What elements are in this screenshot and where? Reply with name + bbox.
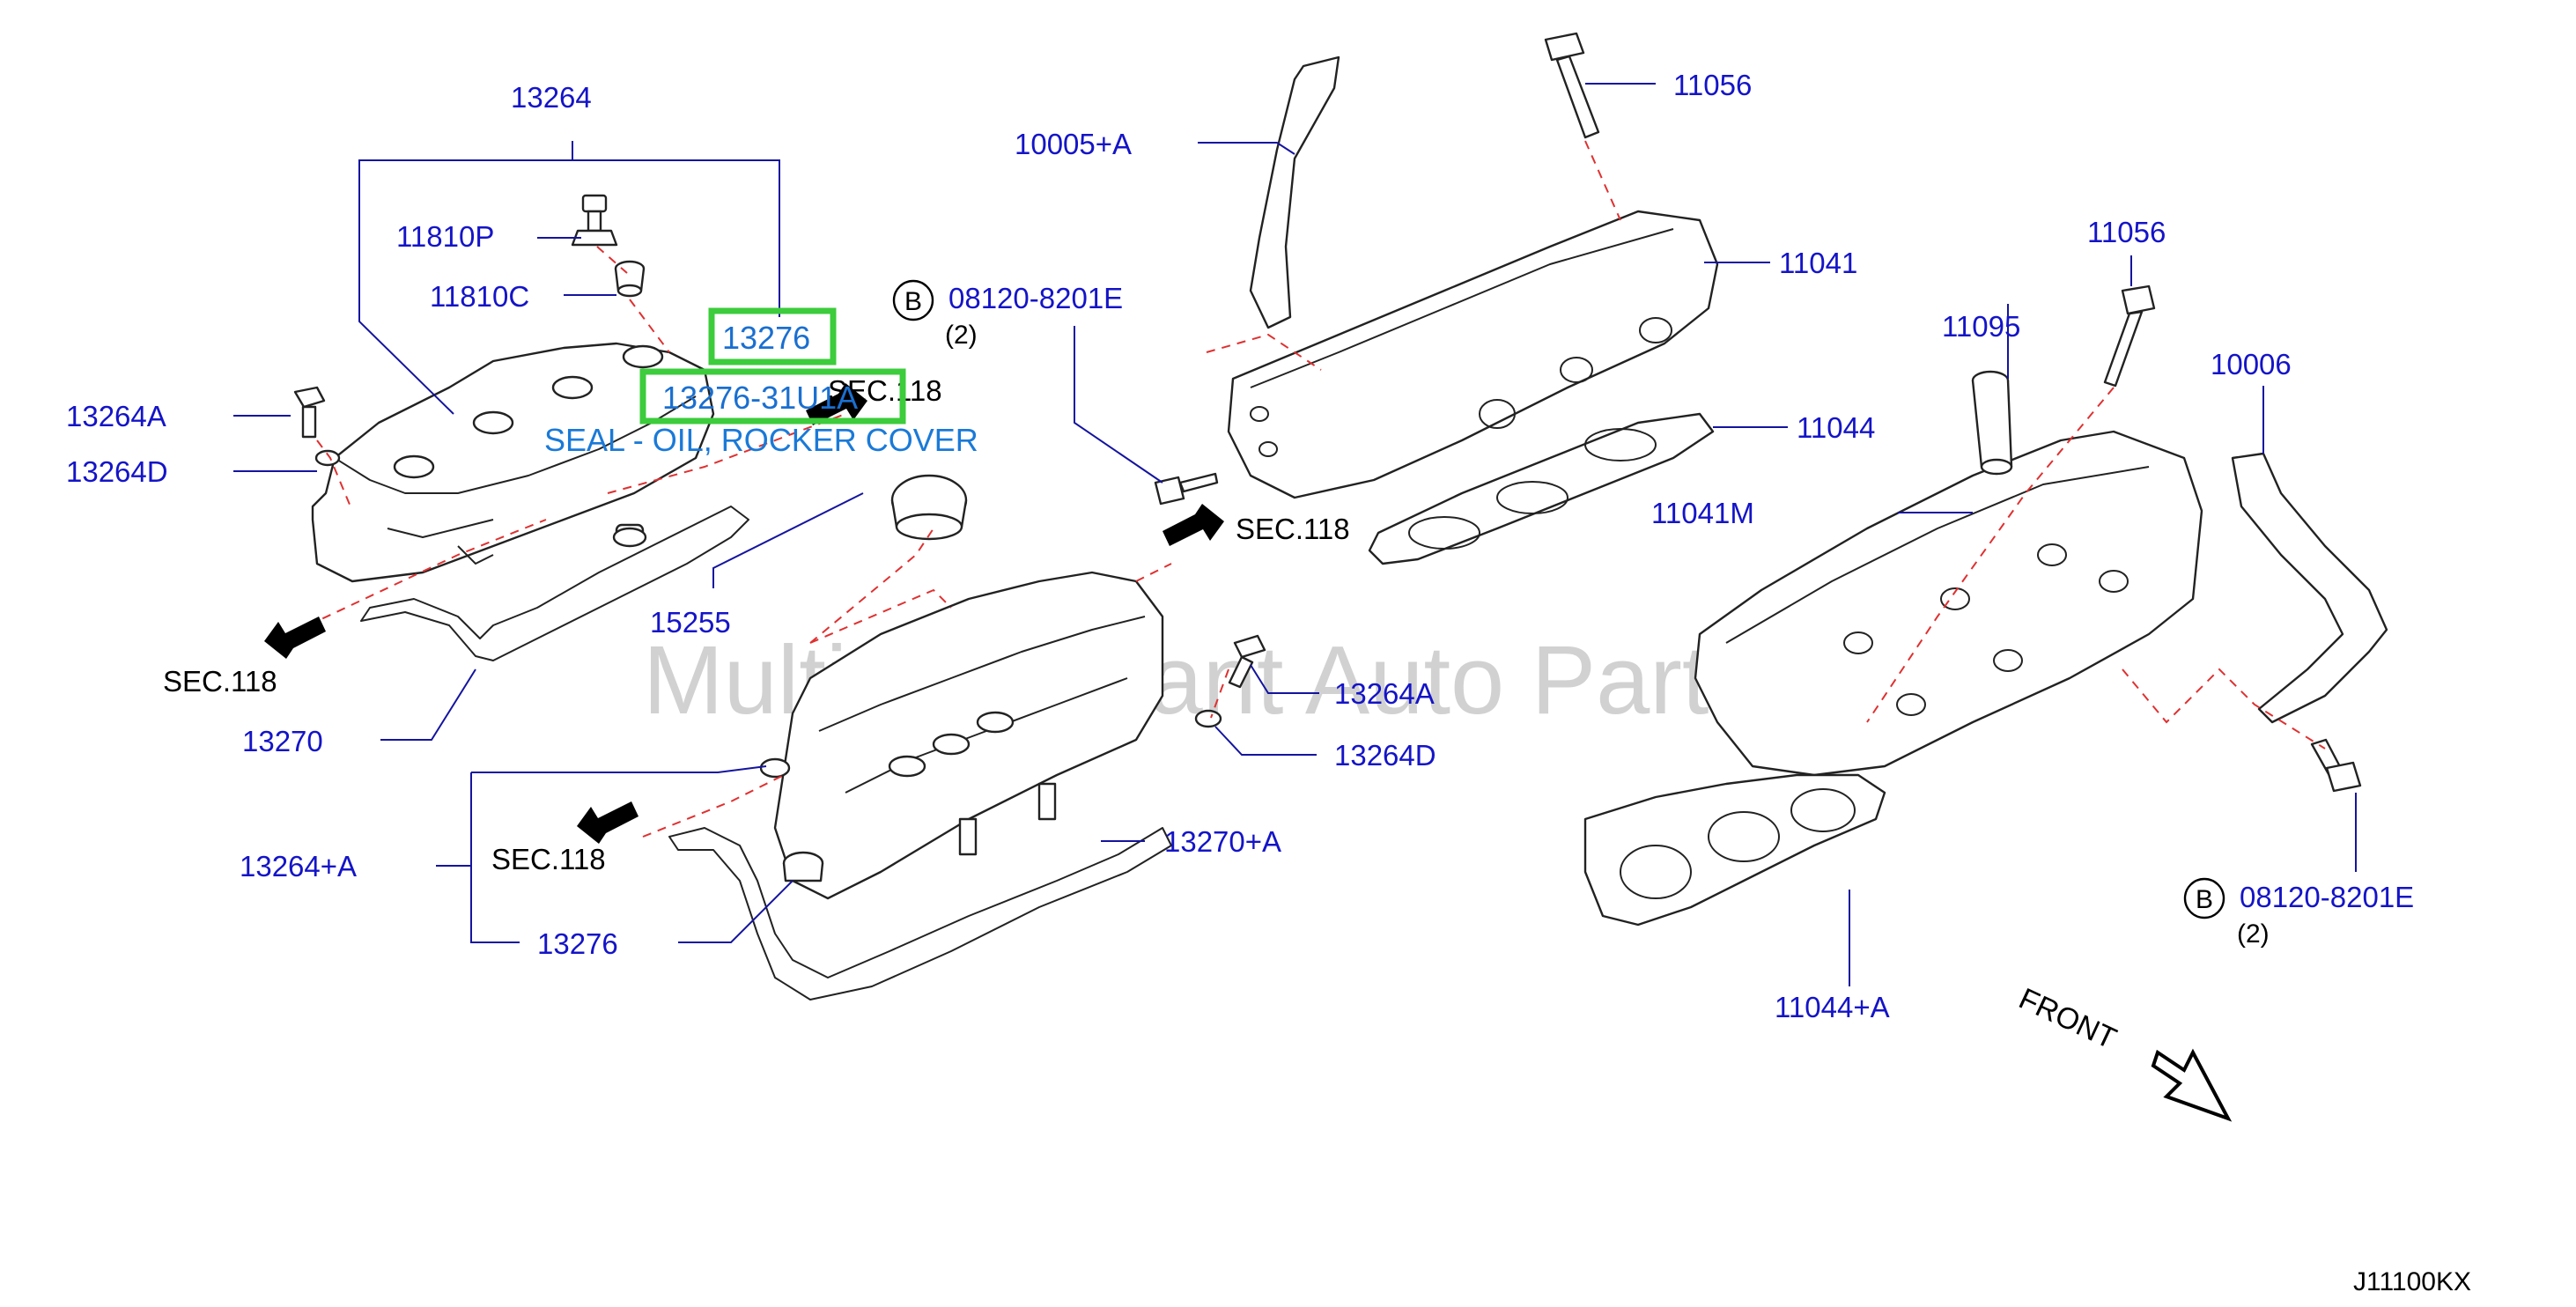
label-10005A[interactable]: 10005+A: [1015, 128, 1132, 160]
label-13264[interactable]: 13264: [511, 81, 592, 114]
front-label: FRONT: [2014, 982, 2122, 1056]
label-10006[interactable]: 10006: [2211, 348, 2292, 380]
assembly-centerlines: [307, 140, 2326, 838]
highlight-box-full-code: [639, 368, 906, 425]
cylinder-head-11041: [1227, 210, 1719, 499]
label-13264D-mid[interactable]: 13264D: [1334, 739, 1436, 772]
label-11041[interactable]: 11041: [1779, 247, 1857, 279]
label-13264plusA[interactable]: 13264+A: [240, 850, 357, 882]
highlight-box-13276: [708, 307, 837, 366]
highlight-full-code[interactable]: 13276-31U1A: [662, 380, 858, 416]
label-13264A-mid[interactable]: 13264A: [1334, 677, 1435, 710]
gasket-13270A: [668, 827, 1172, 1001]
sec-label-lower[interactable]: SEC.118: [491, 843, 606, 875]
sec-label-top[interactable]: SEC.118: [828, 374, 942, 407]
sec-arrow-top: [806, 383, 867, 425]
bolt-08120-top: [1154, 472, 1219, 506]
label-13264A-left[interactable]: 13264A: [66, 400, 166, 432]
oil-cap-15255: [890, 474, 968, 541]
highlight-description: SEAL - OIL, ROCKER COVER: [544, 422, 978, 458]
label-08120-top[interactable]: 08120-8201E: [948, 282, 1123, 314]
front-arrow: [2151, 1048, 2233, 1122]
label-15255[interactable]: 15255: [650, 606, 731, 639]
bracket-10006: [2231, 452, 2388, 724]
qty-bottom: (2): [2237, 919, 2270, 949]
grommet-11810C: [614, 260, 646, 298]
label-11810P[interactable]: 11810P: [396, 220, 494, 253]
label-13270[interactable]: 13270: [242, 725, 323, 757]
bolt-marker-top: B: [892, 279, 934, 321]
seal-13276-top: [612, 527, 647, 548]
qty-top: (2): [945, 321, 978, 350]
label-11044[interactable]: 11044: [1797, 411, 1875, 444]
label-08120-bottom[interactable]: 08120-8201E: [2240, 881, 2414, 913]
pcv-valve-11810P: [571, 194, 618, 247]
label-11044A[interactable]: 11044+A: [1775, 991, 1890, 1023]
sec-label-left[interactable]: SEC.118: [163, 665, 277, 698]
label-13276-bottom[interactable]: 13276: [537, 927, 618, 960]
bolt-13264A-left: [293, 386, 326, 439]
gasket-11044A: [1583, 773, 1886, 927]
cylinder-head-11041M: [1694, 430, 2203, 777]
sec-arrow-left: [264, 617, 326, 659]
gasket-13270: [360, 506, 749, 661]
bolt-11056-top: [1544, 32, 1600, 139]
bolt-08120-bottom: [2310, 738, 2362, 793]
bolt-13264A-mid: [1228, 634, 1266, 689]
gasket-11044: [1368, 412, 1715, 565]
leader-lines: [233, 83, 2357, 986]
bolt-marker-bottom: B: [2183, 877, 2225, 919]
label-11056-right[interactable]: 11056: [2087, 216, 2166, 248]
label-11810C[interactable]: 11810C: [430, 280, 529, 313]
svg-text:B: B: [904, 287, 922, 316]
bolt-11056-right: [2103, 284, 2156, 388]
sec-arrow-lower: [577, 801, 638, 844]
svg-text:B: B: [2196, 885, 2213, 914]
bracket-10005A: [1249, 55, 1340, 329]
seal-13276-bottom: [782, 851, 824, 882]
diagram-code: J11100KX: [2353, 1267, 2471, 1296]
label-11041M[interactable]: 11041M: [1651, 497, 1754, 529]
washer-13264D-left: [314, 449, 341, 467]
sec-label-mid[interactable]: SEC.118: [1236, 513, 1350, 545]
sec-arrow-mid: [1163, 504, 1224, 546]
label-13270A[interactable]: 13270+A: [1164, 825, 1281, 858]
highlight-part-number[interactable]: 13276: [722, 320, 810, 356]
label-11056-top[interactable]: 11056: [1673, 69, 1752, 101]
dowel-11095: [1971, 370, 2013, 476]
rocker-cover-lower: [759, 571, 1164, 900]
washer-13264D-mid: [1194, 709, 1222, 728]
label-13264D-left[interactable]: 13264D: [66, 455, 168, 488]
label-11095[interactable]: 11095: [1942, 310, 2020, 343]
